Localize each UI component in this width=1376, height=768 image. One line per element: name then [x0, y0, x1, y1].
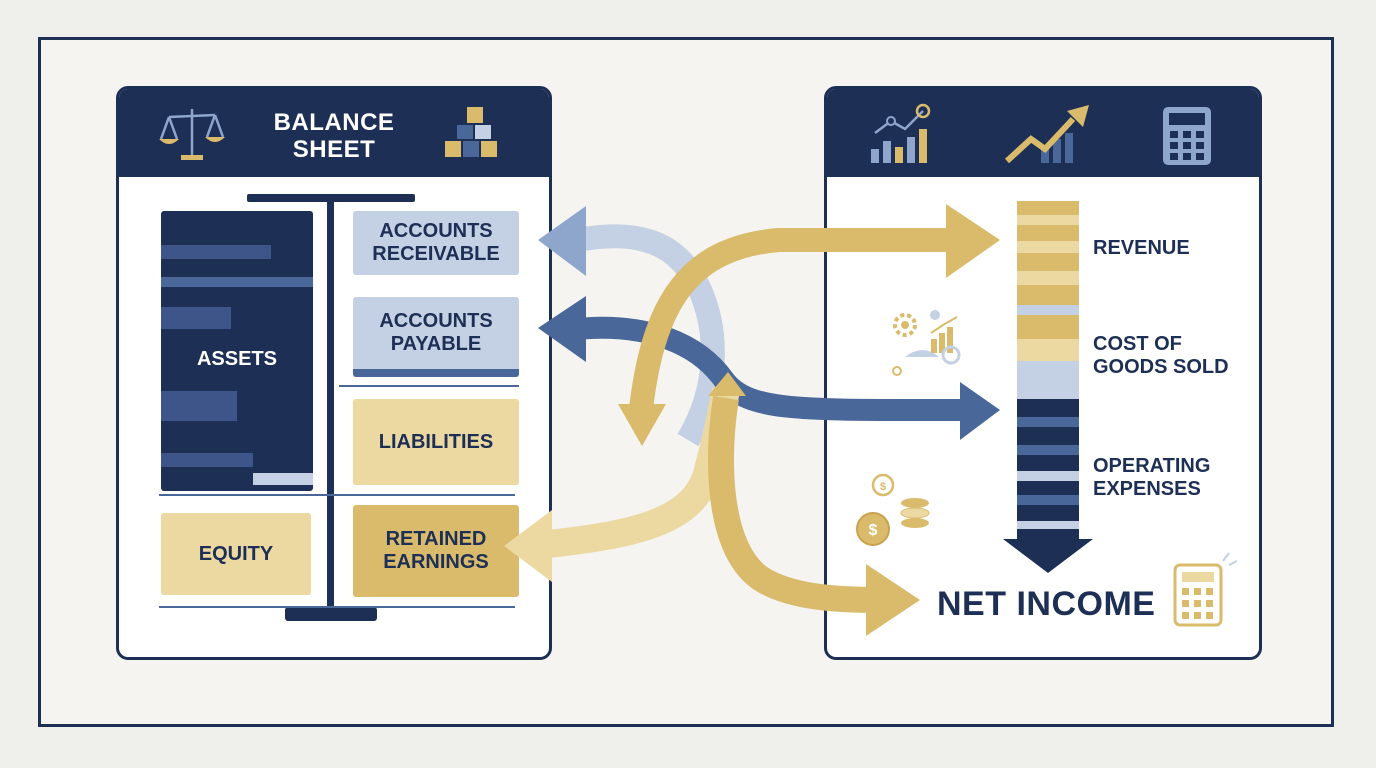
arrowhead-net-income — [866, 564, 920, 636]
balance-sheet-panel: BALANCE SHEET ASSETS — [116, 86, 552, 660]
liabilities-box: LIABILITIES — [353, 399, 519, 485]
arrowhead-accounts-payable — [538, 296, 586, 362]
arrow-to-accounts-receivable — [565, 224, 725, 447]
coins-icon: $ $ — [856, 473, 930, 546]
scales-icon — [159, 109, 225, 160]
arrow-to-revenue — [628, 228, 962, 420]
gear-chart-icon — [892, 310, 961, 376]
balance-sheet-title: BALANCE SHEET — [273, 109, 395, 163]
calculator-icon — [1163, 107, 1211, 165]
accounts-payable-box: ACCOUNTS PAYABLE — [353, 297, 519, 377]
arrowhead-opex — [960, 382, 1000, 440]
stacked-blocks-icon — [445, 107, 497, 157]
balance-beam — [159, 194, 519, 621]
cogs-label: COST OF GOODS SOLD — [1093, 333, 1229, 378]
accounts-receivable-box: ACCOUNTS RECEIVABLE — [353, 211, 519, 275]
arrow-to-accounts-payable — [566, 316, 961, 422]
arrowhead-retained-earnings — [504, 510, 552, 582]
assets-block — [161, 211, 313, 491]
arrowhead-center-up — [708, 372, 746, 396]
arrow-to-net-income — [708, 395, 881, 613]
opex-label: OPERATING EXPENSES — [1093, 455, 1211, 500]
arrowhead-up-left — [618, 404, 666, 446]
income-flow-bar — [1017, 201, 1079, 541]
arrowhead-accounts-receivable — [538, 206, 586, 276]
arrowhead-revenue — [946, 204, 1000, 278]
equity-box: EQUITY — [161, 513, 311, 595]
flow-down-arrowhead — [1003, 539, 1093, 573]
bar-line-chart-icon — [871, 103, 931, 163]
svg-text:$: $ — [880, 481, 886, 493]
income-statement-panel: REVENUE COST OF GOODS SOLD OPERATING EXP… — [824, 86, 1262, 660]
rising-trend-icon — [1004, 105, 1089, 164]
svg-text:$: $ — [869, 522, 878, 539]
retained-earnings-box: RETAINED EARNINGS — [353, 505, 519, 597]
revenue-label: REVENUE — [1093, 237, 1190, 259]
assets-label: ASSETS — [196, 347, 278, 370]
calculator-small-icon — [1173, 552, 1238, 627]
net-income-label: NET INCOME — [937, 585, 1156, 623]
